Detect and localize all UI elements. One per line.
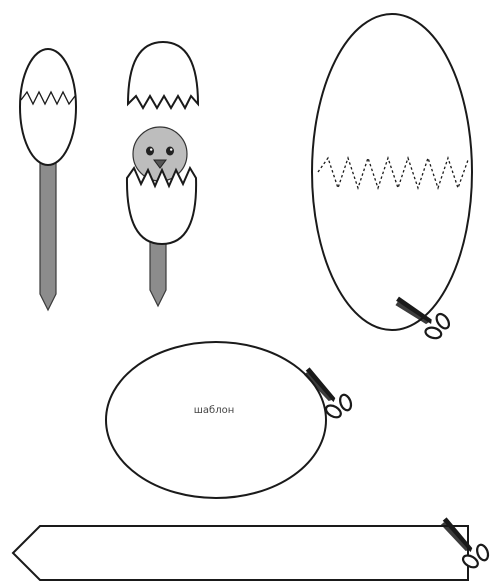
stick-template-outline	[13, 526, 468, 580]
stick-template	[13, 509, 494, 580]
chick-eye-right	[166, 147, 174, 156]
oval-template: шаблон	[106, 342, 357, 498]
oval-template-outline	[106, 342, 326, 498]
egg-2-top-shell	[128, 42, 198, 108]
stick-1	[40, 150, 56, 310]
chick-eye-left	[146, 147, 154, 156]
egg-2-bottom-shell	[127, 168, 196, 244]
egg-1	[20, 49, 76, 165]
egg-on-stick-closed	[20, 49, 76, 310]
template-label: шаблон	[194, 405, 235, 416]
egg-on-stick-open	[127, 42, 198, 306]
large-egg-template	[312, 14, 472, 345]
